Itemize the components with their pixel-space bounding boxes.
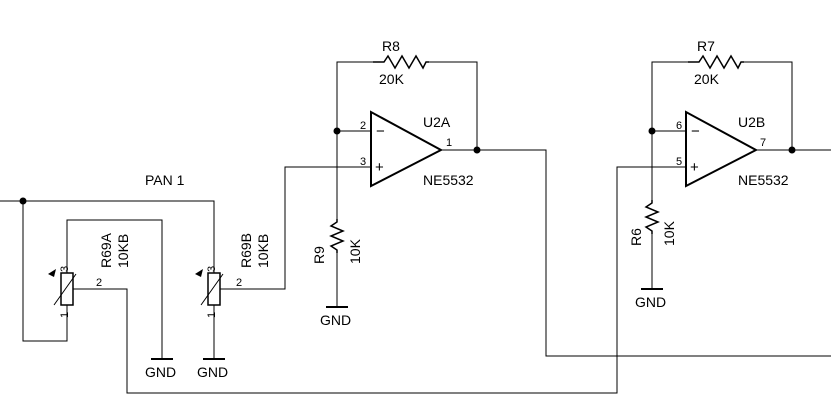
ground-a-label: GND [145,364,176,380]
junction-dot [473,146,481,154]
ground-r6: GND [635,288,666,310]
resistor-r9: R9 10K [311,219,363,264]
junction-dot [19,197,27,205]
ground-b: GND [197,358,228,380]
opamp-u2a-pin3: 3 [360,156,366,168]
ground-r9: GND [320,306,351,328]
resistor-r8-ref: R8 [382,38,400,54]
wire-u2a-feedback [336,61,373,131]
potentiometer-r69a-pin1: 1 [59,312,71,318]
resistor-r8: R8 20K [373,38,429,87]
wire-u2b-feedback [651,61,688,131]
wire-loop-r69a-pin1 [22,201,68,342]
potentiometer-r69b-body [207,272,221,306]
resistor-r7-ref: R7 [697,38,715,54]
potentiometer-r69a-arrowhead-icon [48,269,56,277]
potentiometer-r69b-value: 10KB [255,234,271,268]
potentiometer-r69a-arrow-line [53,273,77,306]
opamp-u2a-pin2: 2 [360,120,366,132]
potentiometer-r69b-arrowhead-icon [195,269,203,277]
resistor-r6-ref: R6 [628,228,644,246]
potentiometer-r69b-pin3: 3 [206,266,218,272]
wire-u2a-out [441,149,831,357]
wire-input-bus [0,200,215,258]
resistor-r9-ref: R9 [311,246,327,264]
potentiometer-r69b-ref: R69B [238,233,254,268]
potentiometer-r69a-pin2: 2 [96,277,102,289]
opamp-u2a-pin1: 1 [446,137,452,149]
potentiometer-r69a: 3 1 2 R69A 10KB [48,232,131,318]
potentiometer-r69b-pin1: 1 [206,312,218,318]
opamp-u2b-pin5: 5 [676,156,682,168]
junction-dot [788,146,796,154]
resistor-r9-zigzag [329,219,345,253]
opamp-u2b-pin-stubs [672,130,686,168]
wire-u2b-feedback-r [744,61,793,150]
wires [0,61,831,394]
resistor-r9-value: 10K [347,238,363,264]
potentiometer-r69a-pin3: 3 [59,266,71,272]
wire-r69a-top [66,219,163,358]
resistor-r7: R7 20K [688,38,744,87]
potentiometer-r69b: 3 1 2 R69B 10KB [195,233,271,318]
resistor-r6-value: 10K [661,220,677,246]
potentiometer-r69b-leads [213,258,233,318]
opamp-u2b-minus: − [691,123,700,140]
opamp-u2b-pin6: 6 [676,120,682,132]
potentiometer-r69a-value: 10KB [115,234,131,268]
opamp-u2b-pin7: 7 [760,137,766,149]
opamp-u2b-triangle [685,110,759,188]
opamp-u2a-ref: U2A [423,114,451,130]
potentiometer-r69b-pin2: 2 [236,277,242,289]
resistor-r6: R6 10K [628,200,677,246]
opamp-u2a-plus: + [375,159,384,176]
opamp-u2a-triangle [370,110,444,188]
ground-r9-label: GND [320,312,351,328]
resistor-r8-zigzag [373,54,429,70]
ground-r6-label: GND [635,294,666,310]
resistor-r6-zigzag [644,200,660,234]
ground-a: GND [145,358,176,380]
opamp-u2a-pin-stubs [357,130,371,168]
resistor-r7-value: 20K [694,71,720,87]
resistor-r7-zigzag [688,54,744,70]
opamp-u2b-part: NE5532 [738,172,789,188]
opamp-u2b-ref: U2B [738,114,765,130]
potentiometer-r69a-ref: R69A [98,232,114,268]
wire-r69a-wiper [86,166,672,394]
junction-dot [648,127,656,135]
wire-u2a-feedback-r [429,61,478,150]
junction-dot [333,127,341,135]
potentiometer-r69b-arrow-line [200,273,224,306]
opamp-u2b-plus: + [690,159,699,176]
opamp-u2a: − + 2 3 1 U2A NE5532 [357,110,474,188]
wire-r69b-wiper [233,166,357,290]
pan-label: PAN 1 [145,172,185,188]
potentiometer-r69a-leads [66,260,86,318]
junctions [19,127,796,205]
resistor-r8-value: 20K [379,71,405,87]
ground-b-label: GND [197,364,228,380]
opamp-u2a-part: NE5532 [423,172,474,188]
opamp-u2a-minus: − [376,123,385,140]
potentiometer-r69a-body [60,272,74,306]
opamp-u2b: − + 6 5 7 U2B NE5532 [672,110,789,188]
